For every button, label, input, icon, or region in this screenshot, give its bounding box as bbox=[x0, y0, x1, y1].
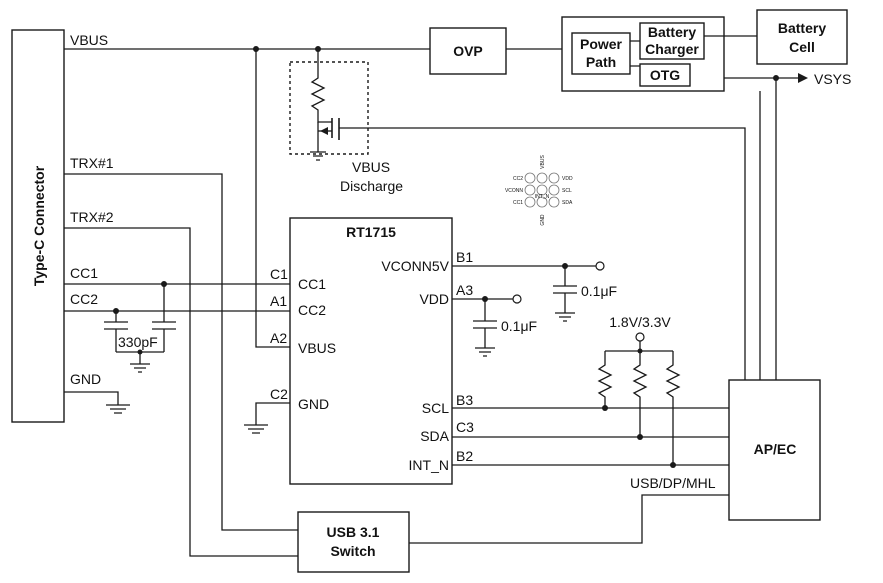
ball-map-left-2: VCONN bbox=[505, 188, 523, 194]
battery-cell-label-2: Cell bbox=[789, 39, 815, 55]
battery-charger-label-2: Charger bbox=[645, 41, 699, 57]
battery-charger-label-1: Battery bbox=[648, 24, 696, 40]
type-c-connector-label: Type-C Connector bbox=[31, 165, 47, 286]
vbus-label: VBUS bbox=[70, 32, 108, 48]
pin-gnd-name: GND bbox=[298, 396, 329, 412]
vsys-line: VSYS bbox=[724, 71, 851, 380]
charger-module: Power Path Battery Charger OTG bbox=[561, 16, 725, 92]
ball-map-left-3: CC1 bbox=[513, 200, 523, 206]
pin-sda-ball: C3 bbox=[456, 419, 474, 435]
ball-map-inset bbox=[524, 172, 560, 208]
ball-map-right-3: SDA bbox=[562, 200, 573, 206]
usb-switch-block: USB 3.1 Switch bbox=[297, 511, 410, 573]
ball-map-center: INT_N bbox=[535, 194, 550, 200]
usb-dp-mhl-label: USB/DP/MHL bbox=[630, 475, 716, 491]
vbus-discharge-circuit: VBUS Discharge bbox=[289, 49, 746, 380]
ball-map-right-1: VDD bbox=[562, 176, 573, 182]
power-path-label-2: Path bbox=[586, 54, 616, 70]
vbus-line: VBUS bbox=[64, 32, 430, 348]
pin-cc2-name: CC2 bbox=[298, 302, 326, 318]
pin-vbus-name: VBUS bbox=[298, 340, 336, 356]
trx-lines: TRX#1 TRX#2 bbox=[64, 155, 298, 557]
cc2-label: CC2 bbox=[70, 291, 98, 307]
vconn5v-net: 0.1μF bbox=[452, 261, 617, 322]
pullup-supply-label: 1.8V/3.3V bbox=[609, 314, 671, 330]
pin-vbus-ball: A2 bbox=[270, 330, 287, 346]
vdd-cap-value: 0.1μF bbox=[501, 318, 537, 334]
connector-gnd: GND bbox=[64, 371, 130, 414]
ap-ec-block: AP/EC bbox=[728, 379, 821, 521]
pin-scl-name: SCL bbox=[422, 400, 449, 416]
vconn-cap-value: 0.1μF bbox=[581, 283, 617, 299]
usb-dp-mhl-line: USB/DP/MHL bbox=[409, 475, 729, 544]
pin-cc2-ball: A1 bbox=[270, 293, 287, 309]
vsys-label: VSYS bbox=[814, 71, 851, 87]
trx1-label: TRX#1 bbox=[70, 155, 114, 171]
type-c-connector: Type-C Connector bbox=[11, 29, 65, 423]
pin-int-n-ball: B2 bbox=[456, 448, 473, 464]
otg-label: OTG bbox=[650, 67, 680, 83]
ball-map-labels: VBUS GND CC2 VCONN CC1 VDD SCL SDA INT_N bbox=[505, 155, 573, 226]
cc1-label: CC1 bbox=[70, 265, 98, 281]
usb-switch-label-1: USB 3.1 bbox=[327, 524, 380, 540]
ball-map-left-1: CC2 bbox=[513, 176, 523, 182]
battery-cell-block: Battery Cell bbox=[756, 9, 848, 65]
ap-ec-label: AP/EC bbox=[754, 441, 797, 457]
pin-gnd-ball: C2 bbox=[270, 386, 288, 402]
pin-vdd-ball: A3 bbox=[456, 282, 473, 298]
vdd-net: 0.1μF bbox=[452, 294, 537, 357]
battery-cell-label-1: Battery bbox=[778, 20, 826, 36]
chip-name: RT1715 bbox=[346, 224, 396, 240]
pin-vconn5v-name: VCONN5V bbox=[381, 258, 449, 274]
pin-int-n-name: INT_N bbox=[409, 457, 449, 473]
usb-switch-label-2: Switch bbox=[330, 543, 375, 559]
ovp-block: OVP bbox=[429, 27, 507, 75]
trx2-label: TRX#2 bbox=[70, 209, 114, 225]
ovp-label: OVP bbox=[453, 43, 483, 59]
power-path-label-1: Power bbox=[580, 36, 623, 52]
vbus-discharge-label-2: Discharge bbox=[340, 178, 403, 194]
cc-cap-value: 330pF bbox=[118, 334, 158, 350]
rt1715-chip: RT1715 C1 CC1 A1 CC2 A2 VBUS C2 GND VCON… bbox=[270, 217, 474, 485]
pin-vconn5v-ball: B1 bbox=[456, 249, 473, 265]
ball-map-top: VBUS bbox=[540, 155, 546, 169]
cc-lines: CC1 CC2 330pF bbox=[64, 265, 290, 373]
i2c-pullups: 1.8V/3.3V bbox=[597, 314, 681, 468]
pin-sda-name: SDA bbox=[420, 428, 449, 444]
ball-map-right-2: SCL bbox=[562, 188, 572, 194]
pin-cc1-name: CC1 bbox=[298, 276, 326, 292]
pin-vdd-name: VDD bbox=[419, 291, 449, 307]
ball-map-bottom: GND bbox=[540, 214, 546, 226]
vbus-discharge-label-1: VBUS bbox=[352, 159, 390, 175]
pin-cc1-ball: C1 bbox=[270, 266, 288, 282]
gnd-label: GND bbox=[70, 371, 101, 387]
pin-scl-ball: B3 bbox=[456, 392, 473, 408]
